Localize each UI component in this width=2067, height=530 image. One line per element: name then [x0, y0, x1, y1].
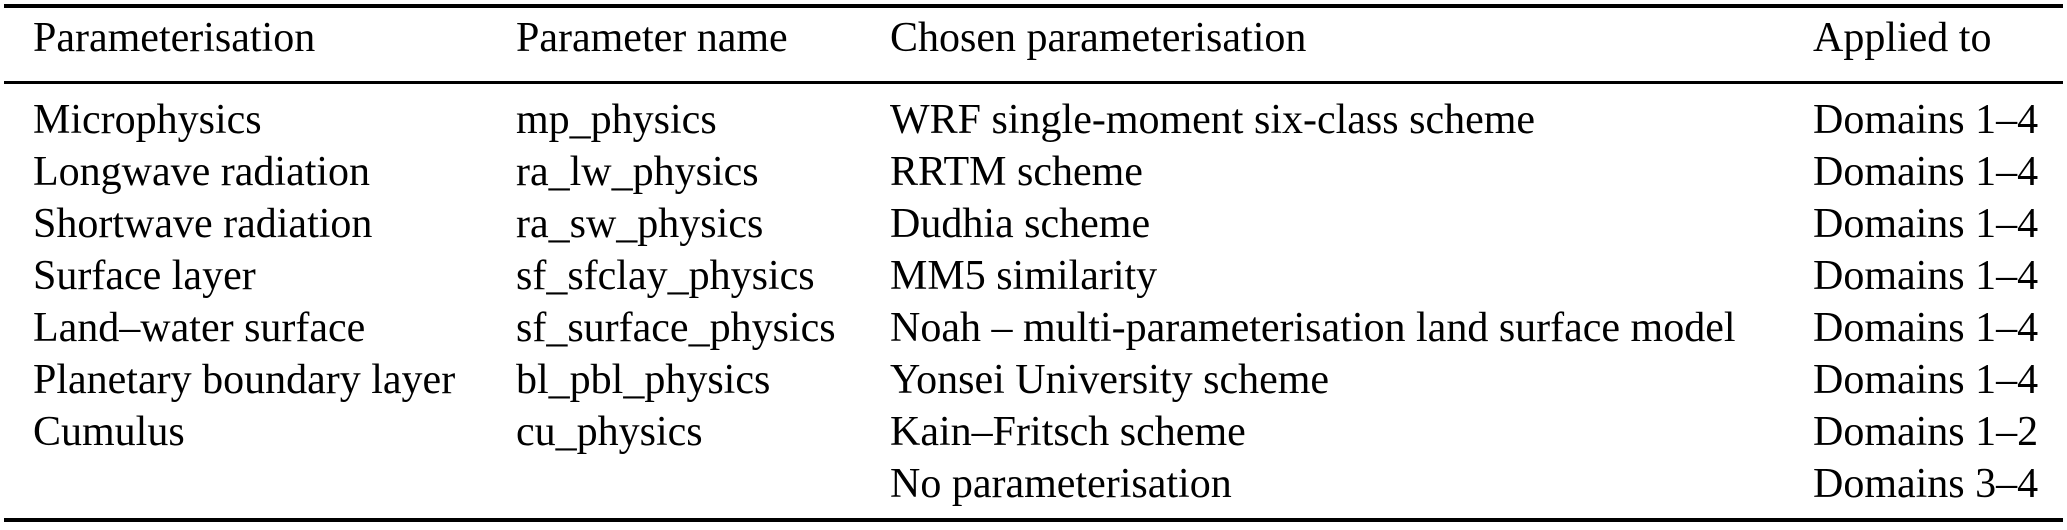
- cell-parameter-name: sf_surface_physics: [516, 304, 836, 351]
- cell-parameter-name: sf_sfclay_physics: [516, 252, 815, 299]
- cell-parameterisation: Longwave radiation: [33, 148, 371, 195]
- cell-parameter-name: ra_sw_physics: [516, 200, 764, 247]
- table-body: Microphysics mp_physics WRF single-momen…: [4, 84, 2063, 518]
- column-header-parameter-name: Parameter name: [516, 14, 788, 61]
- cell-applied-to: Domains 1–4: [1813, 252, 2039, 299]
- cell-chosen-parameterisation: MM5 similarity: [890, 252, 1158, 299]
- table-row: Surface layer sf_sfclay_physics MM5 simi…: [4, 250, 2063, 302]
- cell-chosen-parameterisation: No parameterisation: [890, 460, 1232, 507]
- table-row: Land–water surface sf_surface_physics No…: [4, 302, 2063, 354]
- cell-parameterisation: Cumulus: [33, 408, 185, 455]
- column-header-chosen-parameterisation: Chosen parameterisation: [890, 14, 1307, 61]
- cell-applied-to: Domains 1–2: [1813, 408, 2039, 455]
- cell-applied-to: Domains 1–4: [1813, 200, 2039, 247]
- cell-chosen-parameterisation: Noah – multi-parameterisation land surfa…: [890, 304, 1736, 351]
- cell-applied-to: Domains 1–4: [1813, 356, 2039, 403]
- table-row: Cumulus cu_physics Kain–Fritsch scheme D…: [4, 406, 2063, 458]
- cell-parameter-name: cu_physics: [516, 408, 703, 455]
- table-row: Planetary boundary layer bl_pbl_physics …: [4, 354, 2063, 406]
- cell-parameterisation: Land–water surface: [33, 304, 366, 351]
- column-header-applied-to: Applied to: [1813, 14, 1992, 61]
- table-row: Shortwave radiation ra_sw_physics Dudhia…: [4, 198, 2063, 250]
- cell-applied-to: Domains 1–4: [1813, 304, 2039, 351]
- cell-parameter-name: ra_lw_physics: [516, 148, 759, 195]
- parameterisation-table: Parameterisation Parameter name Chosen p…: [4, 4, 2063, 522]
- cell-applied-to: Domains 1–4: [1813, 96, 2039, 143]
- cell-chosen-parameterisation: WRF single-moment six-class scheme: [890, 96, 1536, 143]
- table-bottom-rule: [4, 518, 2063, 522]
- table-row: Microphysics mp_physics WRF single-momen…: [4, 94, 2063, 146]
- table-row: Longwave radiation ra_lw_physics RRTM sc…: [4, 146, 2063, 198]
- table-top-rule: [4, 4, 2063, 8]
- table-header-rule: [4, 81, 2063, 84]
- cell-parameter-name: bl_pbl_physics: [516, 356, 771, 403]
- cell-parameterisation: Microphysics: [33, 96, 262, 143]
- cell-chosen-parameterisation: Yonsei University scheme: [890, 356, 1330, 403]
- table-row: No parameterisation Domains 3–4: [4, 458, 2063, 510]
- cell-chosen-parameterisation: Dudhia scheme: [890, 200, 1151, 247]
- cell-parameterisation: Planetary boundary layer: [33, 356, 456, 403]
- cell-parameter-name: mp_physics: [516, 96, 717, 143]
- column-header-parameterisation: Parameterisation: [33, 14, 316, 61]
- cell-applied-to: Domains 1–4: [1813, 148, 2039, 195]
- cell-applied-to: Domains 3–4: [1813, 460, 2039, 507]
- table-header-row: Parameterisation Parameter name Chosen p…: [4, 8, 2063, 81]
- cell-parameterisation: Surface layer: [33, 252, 256, 299]
- cell-parameterisation: Shortwave radiation: [33, 200, 373, 247]
- cell-chosen-parameterisation: RRTM scheme: [890, 148, 1143, 195]
- cell-chosen-parameterisation: Kain–Fritsch scheme: [890, 408, 1246, 455]
